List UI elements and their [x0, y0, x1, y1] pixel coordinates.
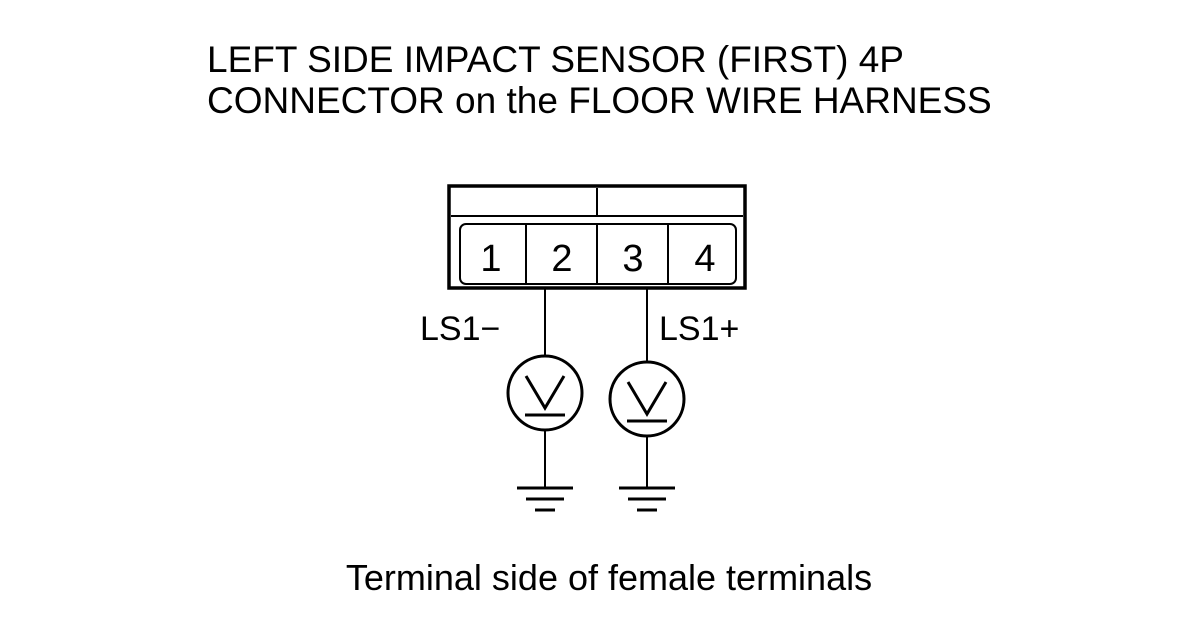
terminal-2-label: 2: [551, 238, 572, 280]
terminal-1-label: 1: [480, 238, 501, 280]
ground-icon: [517, 486, 573, 512]
probe-negative: LS1−: [420, 288, 584, 512]
probe-positive: LS1+: [608, 288, 739, 512]
voltmeter-icon: [608, 360, 686, 438]
title-line-1: LEFT SIDE IMPACT SENSOR (FIRST) 4P: [207, 39, 904, 80]
connector-4p: 1 2 3 4: [447, 184, 747, 290]
connector-outline: [447, 184, 747, 290]
probe-positive-label: LS1+: [659, 310, 739, 348]
title-line-2: CONNECTOR on the FLOOR WIRE HARNESS: [207, 80, 992, 121]
terminal-4-label: 4: [694, 238, 715, 280]
probe-negative-label: LS1−: [420, 310, 500, 348]
terminal-3-label: 3: [622, 238, 643, 280]
caption: Terminal side of female terminals: [346, 557, 872, 598]
ground-icon: [619, 486, 675, 512]
voltmeter-icon: [506, 354, 584, 432]
